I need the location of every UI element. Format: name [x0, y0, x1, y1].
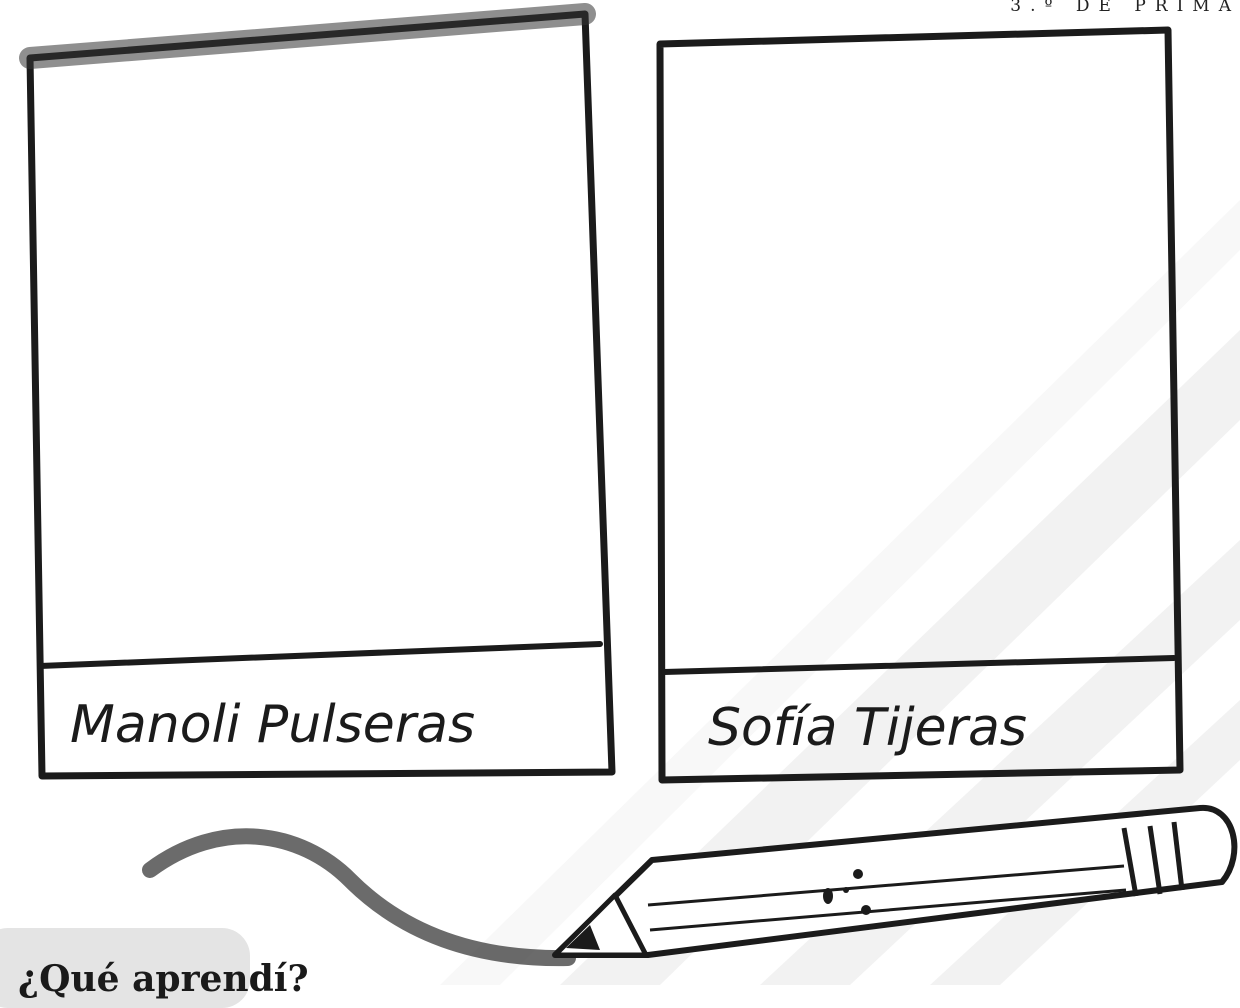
card-name-2: Sofía Tijeras — [708, 698, 1027, 758]
pencil-trail — [142, 828, 576, 967]
worksheet-drawing: Manoli Pulseras Sofía Tijeras — [19, 3, 1238, 967]
name-card-2: Sofía Tijeras — [656, 26, 1184, 784]
card-name-1: Manoli Pulseras — [70, 695, 475, 755]
drawing-area-1[interactable] — [44, 70, 584, 640]
name-card-1: Manoli Pulseras — [19, 3, 616, 780]
drawing-area-2[interactable] — [672, 55, 1168, 655]
section-title: ¿Qué aprendí? — [18, 958, 309, 1000]
pencil-icon — [552, 804, 1238, 958]
grade-header: 3.º DE PRIMA — [1010, 0, 1240, 16]
